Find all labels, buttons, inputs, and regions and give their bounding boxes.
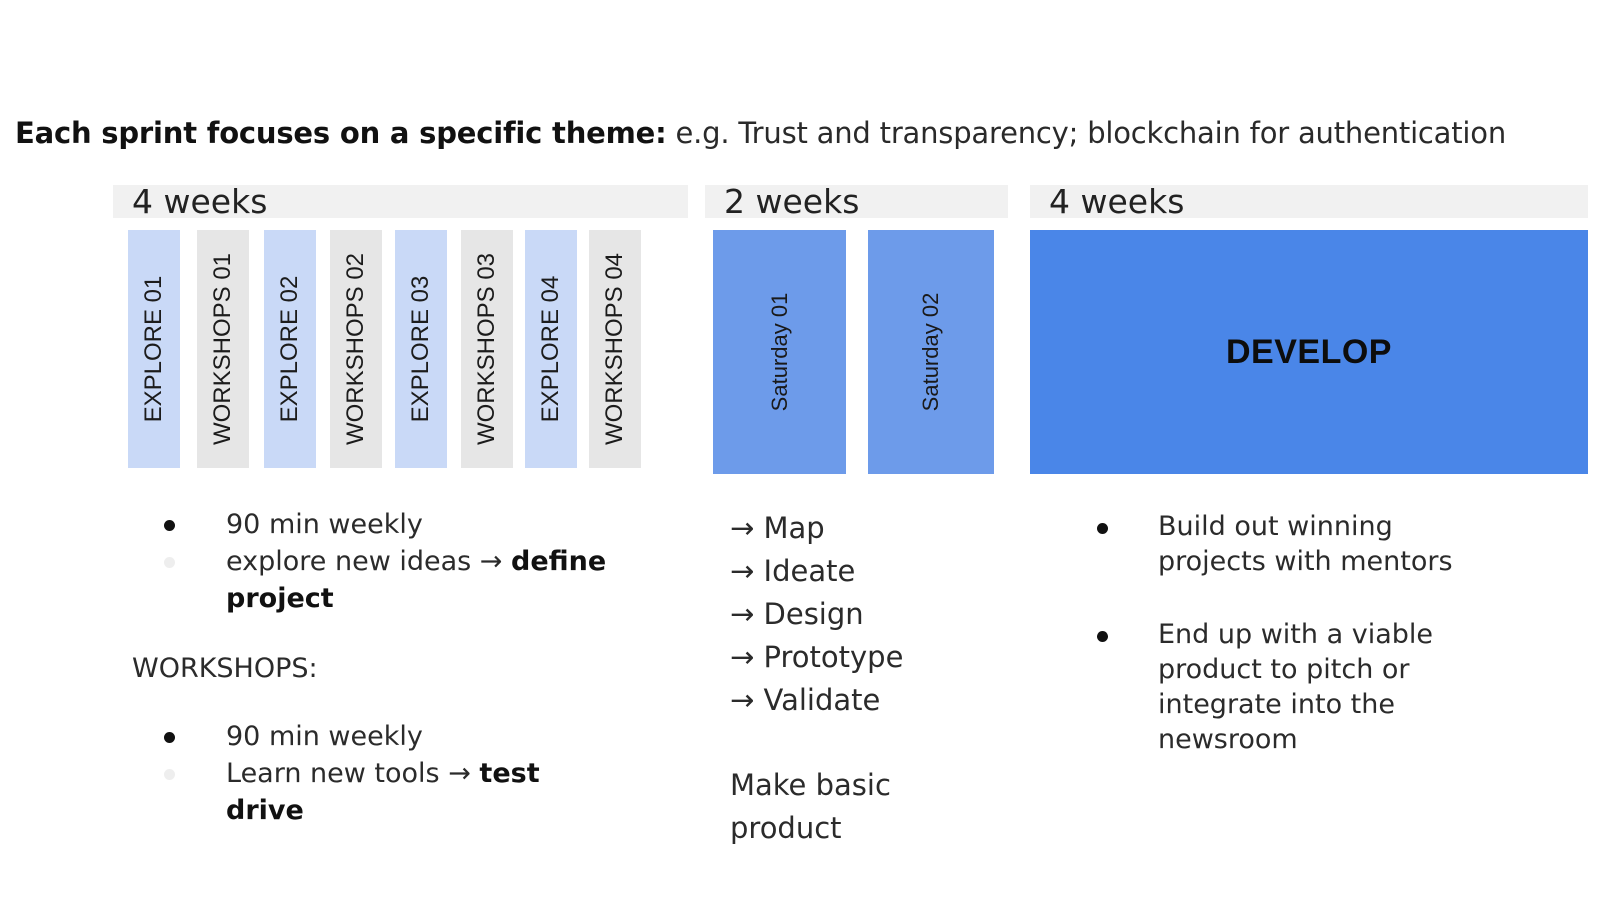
develop-bullet2-line2: product to pitch or — [1158, 654, 1410, 685]
saturday-01-label: Saturday 01 — [766, 292, 792, 412]
explore-note-line3: project — [226, 580, 334, 617]
bullet-icon — [164, 769, 175, 780]
phase2-duration: 2 weeks — [724, 182, 860, 221]
explore-03-label: EXPLORE 03 — [407, 275, 434, 423]
phase1-duration-bar: 4 weeks — [113, 185, 688, 218]
workshops-02-label: WORKSHOPS 02 — [342, 252, 369, 446]
explore-note-line2-text: explore new ideas → — [226, 546, 512, 577]
develop-bullet2-line1: End up with a viable — [1158, 619, 1433, 650]
outcome-line2: product — [730, 811, 842, 845]
workshops-01-label: WORKSHOPS 01 — [209, 252, 236, 446]
explore-02-label: EXPLORE 02 — [276, 275, 303, 423]
explore-note-line3-bold: project — [226, 583, 334, 614]
step-validate: → Validate — [730, 683, 881, 717]
develop-label: DEVELOP — [1226, 332, 1392, 371]
explore-04-column: EXPLORE 04 — [525, 230, 577, 468]
workshops-03-column: WORKSHOPS 03 — [461, 230, 513, 468]
workshop-note-line3-bold: drive — [226, 795, 304, 826]
step-prototype: → Prototype — [730, 640, 904, 674]
explore-note-line2-bold: define — [511, 546, 607, 577]
phase1-duration: 4 weeks — [132, 182, 268, 221]
develop-bullet1-line2: projects with mentors — [1158, 546, 1453, 577]
explore-02-column: EXPLORE 02 — [264, 230, 316, 468]
step-map: → Map — [730, 511, 825, 545]
workshop-note-line2-text: Learn new tools → — [226, 758, 480, 789]
step-design: → Design — [730, 597, 864, 631]
workshops-01-column: WORKSHOPS 01 — [197, 230, 249, 468]
saturday-01-block: Saturday 01 — [713, 230, 846, 474]
headline: Each sprint focuses on a specific theme:… — [15, 116, 1506, 150]
outcome-line1: Make basic — [730, 768, 891, 802]
explore-01-column: EXPLORE 01 — [128, 230, 180, 468]
saturday-02-label: Saturday 02 — [918, 292, 943, 412]
develop-bullet1-line1: Build out winning — [1158, 511, 1393, 542]
workshops-02-column: WORKSHOPS 02 — [330, 230, 382, 468]
workshop-note-line2: Learn new tools → test — [226, 755, 540, 792]
workshops-03-label: WORKSHOPS 03 — [473, 252, 500, 446]
workshops-04-label: WORKSHOPS 04 — [601, 252, 628, 446]
phase3-duration-bar: 4 weeks — [1030, 185, 1588, 218]
explore-01-label: EXPLORE 01 — [140, 275, 167, 423]
explore-note-line2: explore new ideas → define — [226, 543, 606, 580]
workshop-note-line3: drive — [226, 792, 304, 829]
explore-03-column: EXPLORE 03 — [395, 230, 447, 468]
bullet-icon — [164, 732, 175, 743]
bullet-icon — [164, 557, 175, 568]
phase2-duration-bar: 2 weeks — [705, 185, 1008, 218]
bullet-icon — [1097, 631, 1108, 642]
bullet-icon — [1097, 523, 1108, 534]
headline-rest: e.g. Trust and transparency; blockchain … — [666, 116, 1507, 150]
headline-bold: Each sprint focuses on a specific theme: — [15, 116, 667, 150]
explore-note-line1: 90 min weekly — [226, 509, 423, 540]
workshops-heading: WORKSHOPS: — [132, 653, 318, 684]
workshops-04-column: WORKSHOPS 04 — [589, 230, 641, 468]
develop-bullet2-line3: integrate into the — [1158, 689, 1395, 720]
bullet-icon — [164, 520, 175, 531]
phase3-duration: 4 weeks — [1049, 182, 1185, 221]
step-ideate: → Ideate — [730, 554, 856, 588]
develop-block: DEVELOP — [1030, 230, 1588, 474]
explore-04-label: EXPLORE 04 — [537, 275, 564, 423]
workshop-note-line1: 90 min weekly — [226, 721, 423, 752]
saturday-02-block: Saturday 02 — [868, 230, 994, 474]
workshop-note-line2-bold: test — [479, 758, 540, 789]
develop-bullet2-line4: newsroom — [1158, 724, 1298, 755]
